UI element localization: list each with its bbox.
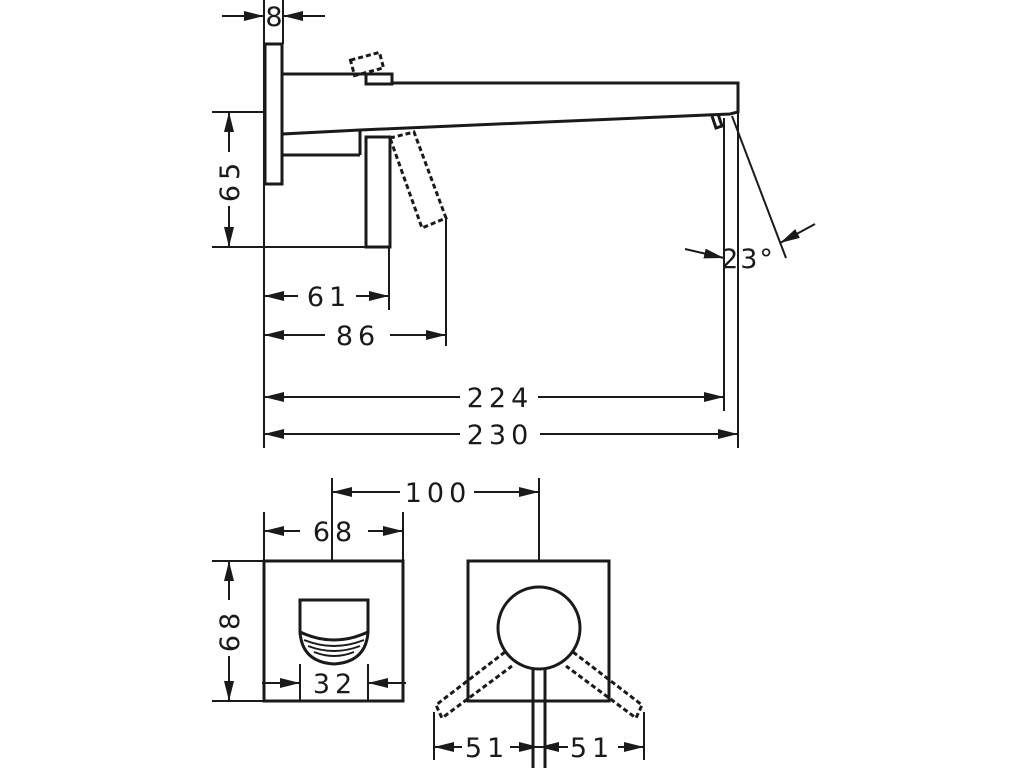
dim-lever-offset: 61: [307, 282, 351, 313]
dim-lever-swing-left: 51: [465, 733, 509, 764]
dim-plate-width: 68: [313, 517, 357, 548]
dim-overall-projection: 230: [467, 420, 534, 451]
side-view: 8 65 61 86 224 230 23°: [212, 0, 816, 451]
dim-center-distance: 100: [405, 478, 472, 509]
spout-outlet: [298, 598, 370, 666]
dim-flange-thickness: 8: [265, 2, 282, 33]
front-view: 100 68 68 32 51 51: [212, 478, 645, 768]
dim-lever-tilted-offset: 86: [336, 321, 380, 352]
handle-disc: [496, 585, 582, 671]
mixer-plate: [466, 559, 611, 703]
lever: [364, 135, 392, 249]
dim-flange-height: 65: [215, 158, 246, 202]
wall-flange: [263, 42, 284, 186]
top-lever-dashed: [348, 50, 386, 78]
lever-swing-right: [565, 650, 644, 721]
lever-swing-left: [434, 650, 513, 721]
dim-lever-swing-right: 51: [570, 733, 614, 764]
lever-tilted: [388, 130, 448, 230]
front-lever: [531, 668, 547, 768]
dim-outlet-width: 32: [313, 669, 357, 700]
dim-plate-height: 68: [215, 608, 246, 652]
spout-body: [280, 72, 740, 136]
dim-outlet-angle: 23°: [721, 244, 775, 275]
aerator: [710, 113, 724, 130]
spout-plate: [262, 559, 405, 703]
dim-outlet-projection: 224: [467, 383, 534, 414]
top-knob: [364, 72, 394, 86]
